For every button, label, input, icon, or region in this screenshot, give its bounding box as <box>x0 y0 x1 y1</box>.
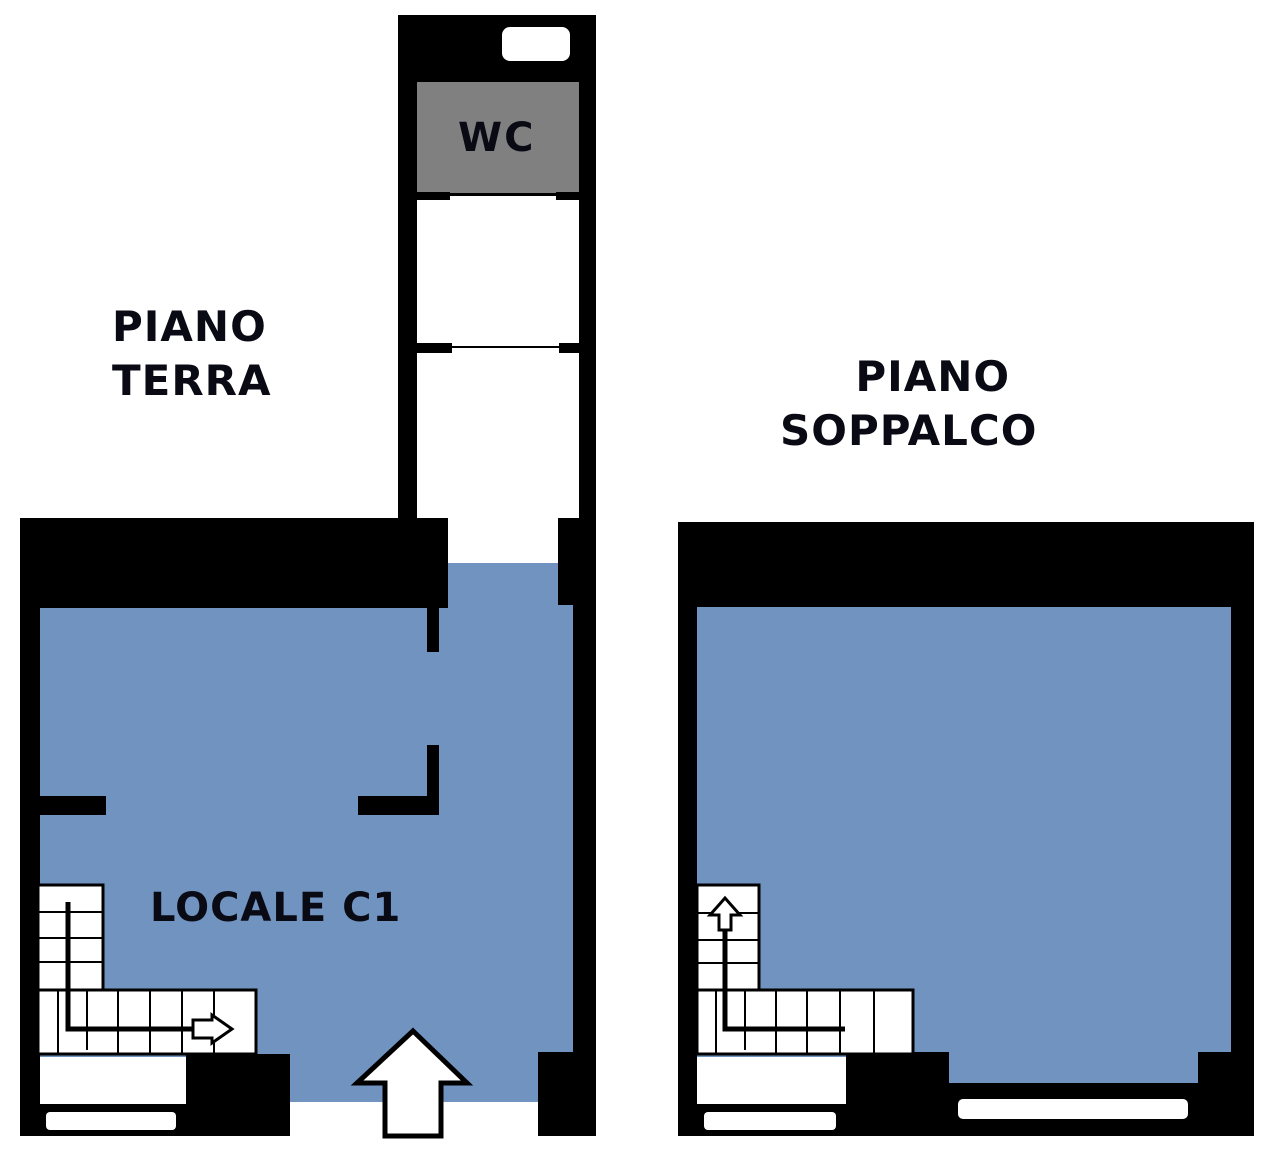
mezzanine-title-line2: SOPPALCO <box>780 406 1038 455</box>
mezzanine-bottom-left-white-zone <box>697 1057 846 1104</box>
partition-left-stub <box>40 796 106 815</box>
ground-floor-title: PIANO TERRA <box>112 300 272 408</box>
ground-staircase <box>36 883 258 1056</box>
bottom-left-block <box>186 1054 290 1136</box>
stair-arrowhead-right-icon <box>191 1012 235 1046</box>
stair-arrowhead-up-icon <box>706 895 744 932</box>
corridor-top-window <box>502 27 570 61</box>
corridor-floor-edge <box>558 605 573 615</box>
bottom-right-column <box>538 1052 596 1136</box>
partition-stub-top <box>427 600 439 652</box>
ground-floor-title-line1: PIANO <box>112 302 267 351</box>
stair-walk-line <box>722 930 845 1032</box>
corridor-door-jamb-right <box>559 343 579 353</box>
mezzanine-title: PIANO SOPPALCO <box>780 350 1037 458</box>
main-room-left-wall <box>20 518 40 1136</box>
ground-bottom-window <box>46 1112 176 1130</box>
room-label-locale-c1: LOCALE C1 <box>150 885 402 931</box>
stair-direction-arrow-right-icon <box>65 902 193 1032</box>
partition-corner-horizontal <box>358 796 439 815</box>
main-room-top-wall <box>20 518 448 608</box>
mezzanine-title-line1: PIANO <box>855 352 1011 401</box>
mezzanine-bottom-window <box>958 1099 1188 1119</box>
corridor-interior <box>417 196 579 566</box>
ground-floor-title-line2: TERRA <box>112 356 272 405</box>
wc-door-jamb-right <box>556 192 579 200</box>
wc-label: WC <box>458 115 536 161</box>
bottom-left-white-zone <box>40 1057 186 1104</box>
mezzanine-bottom-left-window <box>704 1112 836 1130</box>
mezzanine-left-block <box>846 1052 949 1136</box>
corridor-door-jamb-left <box>417 343 452 353</box>
ground-floor-plan <box>20 15 596 1139</box>
mezzanine-staircase <box>695 883 915 1056</box>
mezzanine-floor-plan <box>678 522 1254 1136</box>
wc-door-jamb-left <box>417 192 450 200</box>
corridor-floor <box>448 563 558 613</box>
entrance-arrow-up-icon <box>350 1027 474 1139</box>
wc-room <box>417 82 579 194</box>
